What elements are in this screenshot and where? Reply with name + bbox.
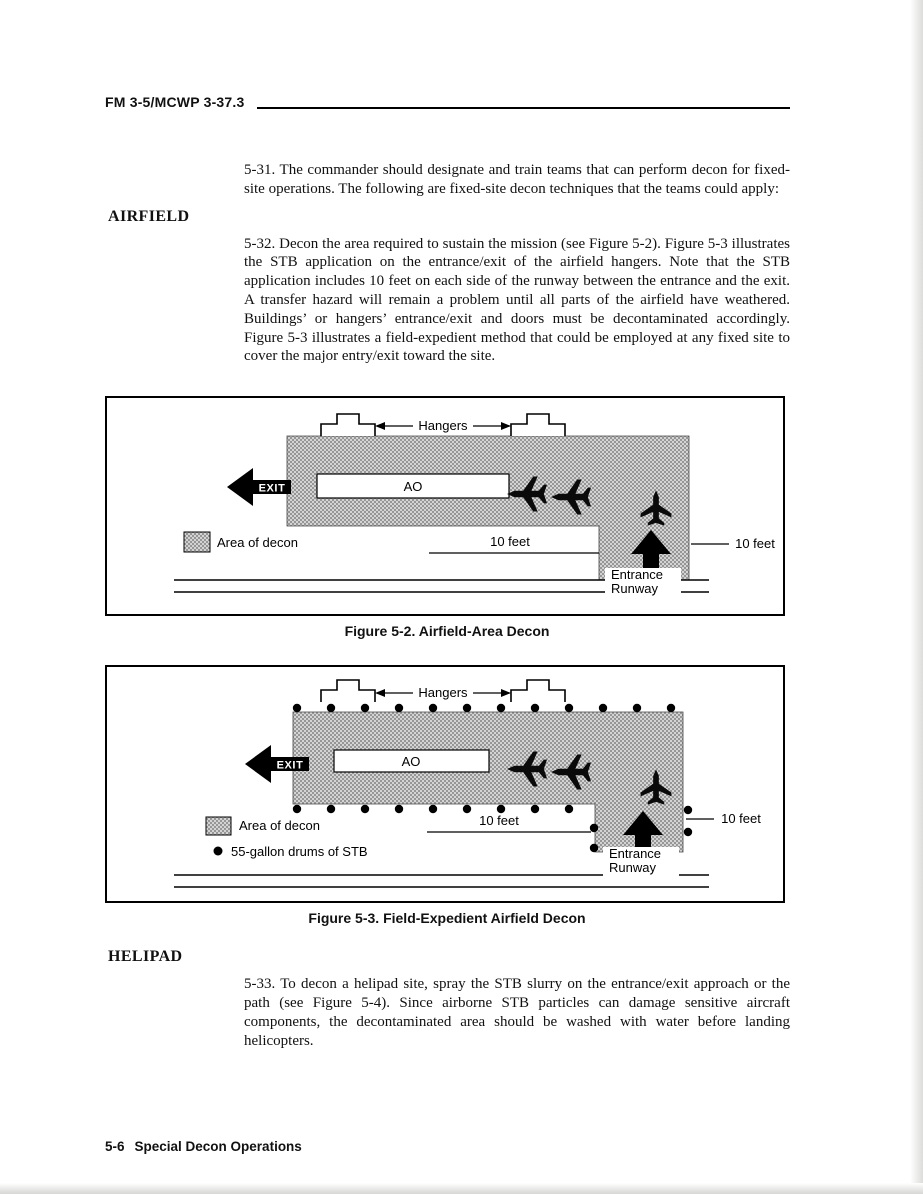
ao-box [316, 473, 510, 499]
figure-5-3: Hangers [105, 665, 785, 904]
exit-arrow-shape [245, 745, 309, 784]
exit-arrow: EXIT [227, 468, 291, 507]
drum-dot-icon [683, 805, 693, 815]
drum-dot-icon [683, 827, 693, 837]
figure-5-2: Hangers EXIT AO 10 feet 10 feet Entrance… [105, 396, 785, 617]
figure-5-3-caption: Figure 5-3. Field-Expedient Airfield Dec… [308, 910, 586, 927]
drum-dot-icon [589, 823, 599, 833]
drum-dot-icon [589, 843, 599, 853]
ten-feet-left-label: 10 feet [490, 534, 530, 549]
entrance-arrow-icon [623, 811, 663, 852]
header-rule [256, 107, 790, 109]
hanger-icon [320, 679, 376, 703]
drum-dot-icon [360, 804, 370, 814]
runway-label: Runway [609, 860, 656, 875]
paragraph-5-33: 5-33. To decon a helipad site, spray the… [244, 976, 790, 1049]
drum-dot-icon [462, 703, 472, 713]
hangers-arrowhead-left-icon [375, 689, 385, 698]
decon-area-shape [292, 711, 684, 853]
drum-dot-icon [598, 703, 608, 713]
drum-dot-icon [496, 703, 506, 713]
entrance-arrow-icon [631, 530, 671, 571]
figure-5-2-caption: Figure 5-2. Airfield-Area Decon [344, 623, 550, 640]
legend-decon-swatch [205, 816, 232, 836]
hangers-label: Hangers [418, 418, 468, 433]
drum-dot-icon [360, 703, 370, 713]
hangers-arrowhead-right-icon [501, 422, 511, 431]
heading-helipad: HELIPAD [108, 948, 183, 966]
drum-dot-icon [530, 804, 540, 814]
figure-5-2-diagram: Hangers EXIT AO 10 feet 10 feet Entrance… [174, 413, 775, 598]
ao-label: AO [404, 479, 423, 494]
ten-feet-right-label: 10 feet [735, 536, 775, 551]
ten-feet-left-label: 10 feet [479, 813, 519, 828]
entrance-label-bg [603, 847, 679, 877]
drum-dot-icon [428, 703, 438, 713]
drum-dot-icon [394, 804, 404, 814]
drum-dot-icon [326, 804, 336, 814]
page-footer: 5-6 Special Decon Operations [105, 1139, 302, 1154]
scan-edge-bottom [0, 1183, 923, 1194]
footer-page-number: 5-6 [105, 1139, 125, 1154]
exit-label: EXIT [277, 760, 304, 772]
exit-arrow: EXIT [245, 745, 309, 784]
hangers-label: Hangers [418, 685, 468, 700]
exit-arrow-shape [227, 468, 291, 507]
paragraph-5-31: 5-31. The commander should designate and… [244, 162, 790, 197]
drum-dot-icon [394, 703, 404, 713]
exit-label: EXIT [259, 483, 286, 495]
footer-label: Special Decon Operations [134, 1139, 302, 1154]
drum-dot-icon [564, 804, 574, 814]
hanger-icon [510, 413, 566, 437]
hanger-icon [320, 413, 376, 437]
entrance-label: Entrance [611, 567, 663, 582]
ao-label: AO [402, 754, 421, 769]
drum-dot-icon [530, 703, 540, 713]
drum-dot-icon [564, 703, 574, 713]
drum-dot-icon [326, 703, 336, 713]
paragraph-5-32: 5-32. Decon the area required to sustain… [244, 235, 790, 365]
scan-edge-right [910, 0, 923, 1194]
heading-airfield: AIRFIELD [108, 207, 190, 225]
page-header: FM 3-5/MCWP 3-37.3 [105, 94, 790, 110]
legend-drum-dot-icon [213, 846, 223, 856]
legend-drums-label: 55-gallon drums of STB [231, 844, 368, 859]
figure-5-3-diagram: Hangers [174, 679, 761, 888]
entrance-label-bg [605, 568, 681, 598]
drum-dot-icon [666, 703, 676, 713]
ten-feet-right-label: 10 feet [721, 811, 761, 826]
document-id: FM 3-5/MCWP 3-37.3 [105, 94, 245, 110]
hangers-arrowhead-right-icon [501, 689, 511, 698]
decon-area-shape [286, 435, 690, 581]
entrance-label: Entrance [609, 846, 661, 861]
hanger-icon [510, 679, 566, 703]
runway-label: Runway [611, 581, 658, 596]
legend-area-label: Area of decon [239, 818, 320, 833]
drum-dot-icon [292, 703, 302, 713]
legend-area-label: Area of decon [217, 535, 298, 550]
legend-decon-swatch [183, 531, 211, 553]
drum-dot-icon [496, 804, 506, 814]
drum-dot-icon [462, 804, 472, 814]
hangers-arrowhead-left-icon [375, 422, 385, 431]
drum-dots-group [292, 703, 693, 862]
ao-box [333, 749, 490, 773]
drum-dot-icon [632, 703, 642, 713]
drum-dot-icon [428, 804, 438, 814]
drum-dot-icon [292, 804, 302, 814]
